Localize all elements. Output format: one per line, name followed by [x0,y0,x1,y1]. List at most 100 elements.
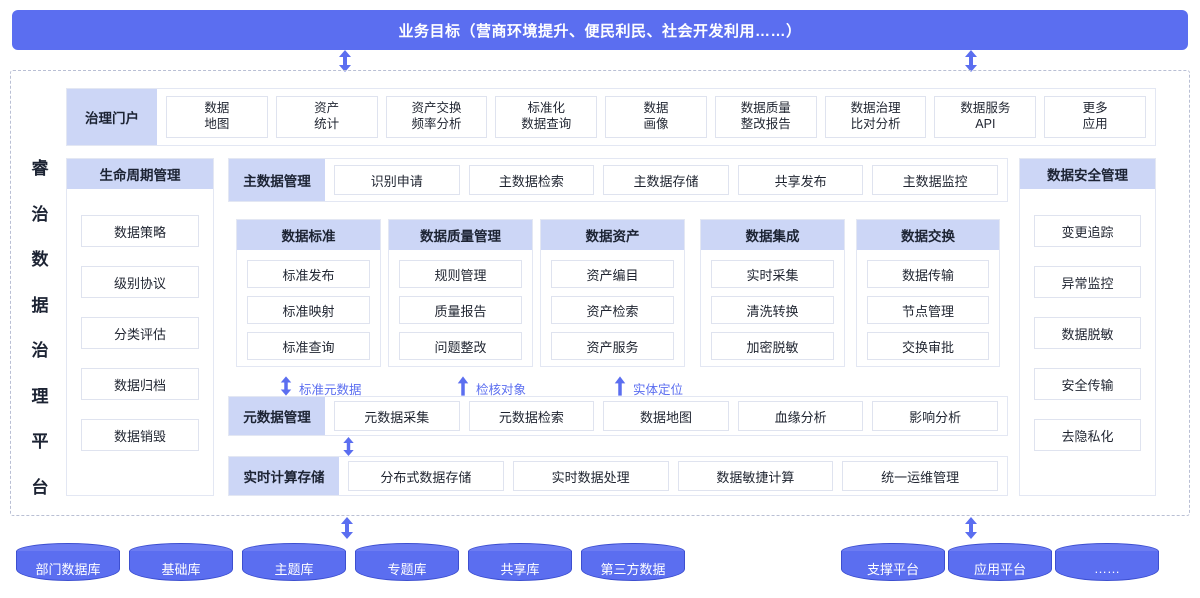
data-exchange-item-node-mgmt[interactable]: 节点管理 [867,296,989,324]
portal-item-data-map[interactable]: 数据 地图 [166,96,268,138]
governance-portal-row: 治理门户 数据 地图 资产 统计 资产交换 频率分析 标准化 数据查询 数据 画… [66,88,1156,146]
cylinder-label: 第三方数据 [600,561,666,577]
security-item-masking[interactable]: 数据脱敏 [1034,317,1141,349]
realtime-item-stream-processing[interactable]: 实时数据处理 [512,461,669,491]
source-cylinder-basic-db[interactable]: 基础库 [129,543,233,585]
vtitle-char: 数 [31,250,49,270]
lifecycle-item-destroy[interactable]: 数据销毁 [81,419,199,451]
realtime-item-distributed-storage[interactable]: 分布式数据存储 [348,461,504,491]
data-integration-item-clean-transform[interactable]: 清洗转换 [711,296,834,324]
lifecycle-item-archive[interactable]: 数据归档 [81,368,199,400]
arrow-metadata-realtime [341,437,357,456]
arrow-standard-metadata [279,376,295,396]
cylinder-label: 主题库 [274,561,314,577]
source-cylinder-subject-db[interactable]: 主题库 [242,543,346,585]
data-quality-item-rule-management[interactable]: 规则管理 [399,260,522,288]
cylinder-label: 基础库 [161,561,201,577]
realtime-label: 实时计算存储 [229,457,339,495]
vtitle-char: 理 [31,386,49,406]
data-standard-item-query[interactable]: 标准查询 [247,332,370,360]
cylinder-label: 部门数据库 [35,561,101,577]
arrow-up-down-right [963,50,979,72]
master-data-item-storage[interactable]: 主数据存储 [603,165,729,195]
master-data-item-share-publish[interactable]: 共享发布 [737,165,864,195]
cylinder-body [948,551,1052,581]
arrow-up-down-left [337,50,353,72]
source-cylinder-application-platform[interactable]: 应用平台 [948,543,1052,585]
data-security-panel: 数据安全管理 变更追踪 异常监控 数据脱敏 安全传输 去隐私化 [1019,158,1156,496]
data-quality-item-list: 规则管理 质量报告 问题整改 [389,250,532,360]
source-cylinder-more[interactable]: …… [1055,543,1159,585]
realtime-item-agile-compute[interactable]: 数据敏捷计算 [677,461,834,491]
data-asset-item-service[interactable]: 资产服务 [551,332,674,360]
realtime-item-unified-ops[interactable]: 统一运维管理 [842,461,998,491]
portal-item-data-service-api[interactable]: 数据服务 API [934,96,1037,138]
security-item-anomaly-monitor[interactable]: 异常监控 [1034,266,1141,298]
data-quality-item-issue-fix[interactable]: 问题整改 [399,332,522,360]
security-item-list: 变更追踪 异常监控 数据脱敏 安全传输 去隐私化 [1020,189,1155,451]
security-item-anonymization[interactable]: 去隐私化 [1034,419,1141,451]
platform-frame [10,70,1190,516]
security-item-change-tracking[interactable]: 变更追踪 [1034,215,1141,247]
portal-item-exchange-frequency[interactable]: 资产交换 频率分析 [385,96,488,138]
data-quality-item-report[interactable]: 质量报告 [399,296,522,324]
cylinder-label: …… [1094,560,1120,576]
source-cylinder-topic-db[interactable]: 专题库 [355,543,459,585]
master-data-item-monitor[interactable]: 主数据监控 [872,165,998,195]
cylinder-body [16,551,120,581]
lifecycle-item-data-policy[interactable]: 数据策略 [81,215,199,247]
arrow-frame-to-sources-right [963,516,979,540]
lifecycle-item-sla[interactable]: 级别协议 [81,266,199,298]
portal-item-data-profile[interactable]: 数据 画像 [605,96,707,138]
metadata-item-collect[interactable]: 元数据采集 [334,401,460,431]
cylinder-body [355,551,459,581]
metadata-item-list: 元数据采集 元数据检索 数据地图 血缘分析 影响分析 [325,397,1007,435]
master-data-label: 主数据管理 [229,159,325,201]
vtitle-char: 睿 [31,159,49,178]
portal-item-more-apps[interactable]: 更多 应用 [1044,96,1147,138]
cylinder-body [242,551,346,581]
vtitle-char: 据 [31,295,49,315]
data-integration-item-encrypt-mask[interactable]: 加密脱敏 [711,332,834,360]
vtitle-char: 台 [31,477,49,497]
lifecycle-item-classification[interactable]: 分类评估 [81,317,199,349]
security-item-secure-transfer[interactable]: 安全传输 [1034,368,1141,400]
data-exchange-item-approval[interactable]: 交换审批 [867,332,989,360]
data-standard-item-mapping[interactable]: 标准映射 [247,296,370,324]
source-cylinder-shared-db[interactable]: 共享库 [468,543,572,585]
metadata-item-data-map[interactable]: 数据地图 [603,401,729,431]
metadata-label: 元数据管理 [229,397,325,435]
realtime-item-list: 分布式数据存储 实时数据处理 数据敏捷计算 统一运维管理 [339,457,1007,495]
data-asset-item-search[interactable]: 资产检索 [551,296,674,324]
source-cylinder-third-party[interactable]: 第三方数据 [581,543,685,585]
data-exchange-title: 数据交换 [857,220,999,250]
cylinder-body [468,551,572,581]
metadata-item-lineage[interactable]: 血缘分析 [737,401,864,431]
cylinder-label: 支撑平台 [866,561,919,577]
data-integration-item-realtime-collect[interactable]: 实时采集 [711,260,834,288]
arrow-check-object [456,376,472,396]
data-quality-title: 数据质量管理 [389,220,532,250]
portal-item-standard-query[interactable]: 标准化 数据查询 [495,96,598,138]
vtitle-char: 治 [31,204,49,224]
master-data-item-identify-request[interactable]: 识别申请 [334,165,460,195]
data-exchange-item-list: 数据传输 节点管理 交换审批 [857,250,999,360]
source-cylinder-support-platform[interactable]: 支撑平台 [841,543,945,585]
portal-label: 治理门户 [67,89,157,145]
cylinder-label: 应用平台 [973,561,1026,577]
portal-item-governance-compare[interactable]: 数据治理 比对分析 [824,96,927,138]
arrow-label-check-object: 检核对象 [476,383,527,397]
security-title: 数据安全管理 [1020,159,1155,189]
data-exchange-item-transfer[interactable]: 数据传输 [867,260,989,288]
master-data-row: 主数据管理 识别申请 主数据检索 主数据存储 共享发布 主数据监控 [228,158,1008,202]
portal-item-quality-report[interactable]: 数据质量 整改报告 [714,96,817,138]
data-asset-item-list: 资产编目 资产检索 资产服务 [541,250,684,360]
data-asset-item-catalog[interactable]: 资产编目 [551,260,674,288]
master-data-item-search[interactable]: 主数据检索 [468,165,595,195]
source-cylinder-department-db[interactable]: 部门数据库 [16,543,120,585]
metadata-item-impact[interactable]: 影响分析 [872,401,998,431]
cylinder-label: 共享库 [500,561,540,577]
portal-item-asset-stats[interactable]: 资产 统计 [275,96,378,138]
data-standard-item-publish[interactable]: 标准发布 [247,260,370,288]
metadata-item-search[interactable]: 元数据检索 [468,401,595,431]
